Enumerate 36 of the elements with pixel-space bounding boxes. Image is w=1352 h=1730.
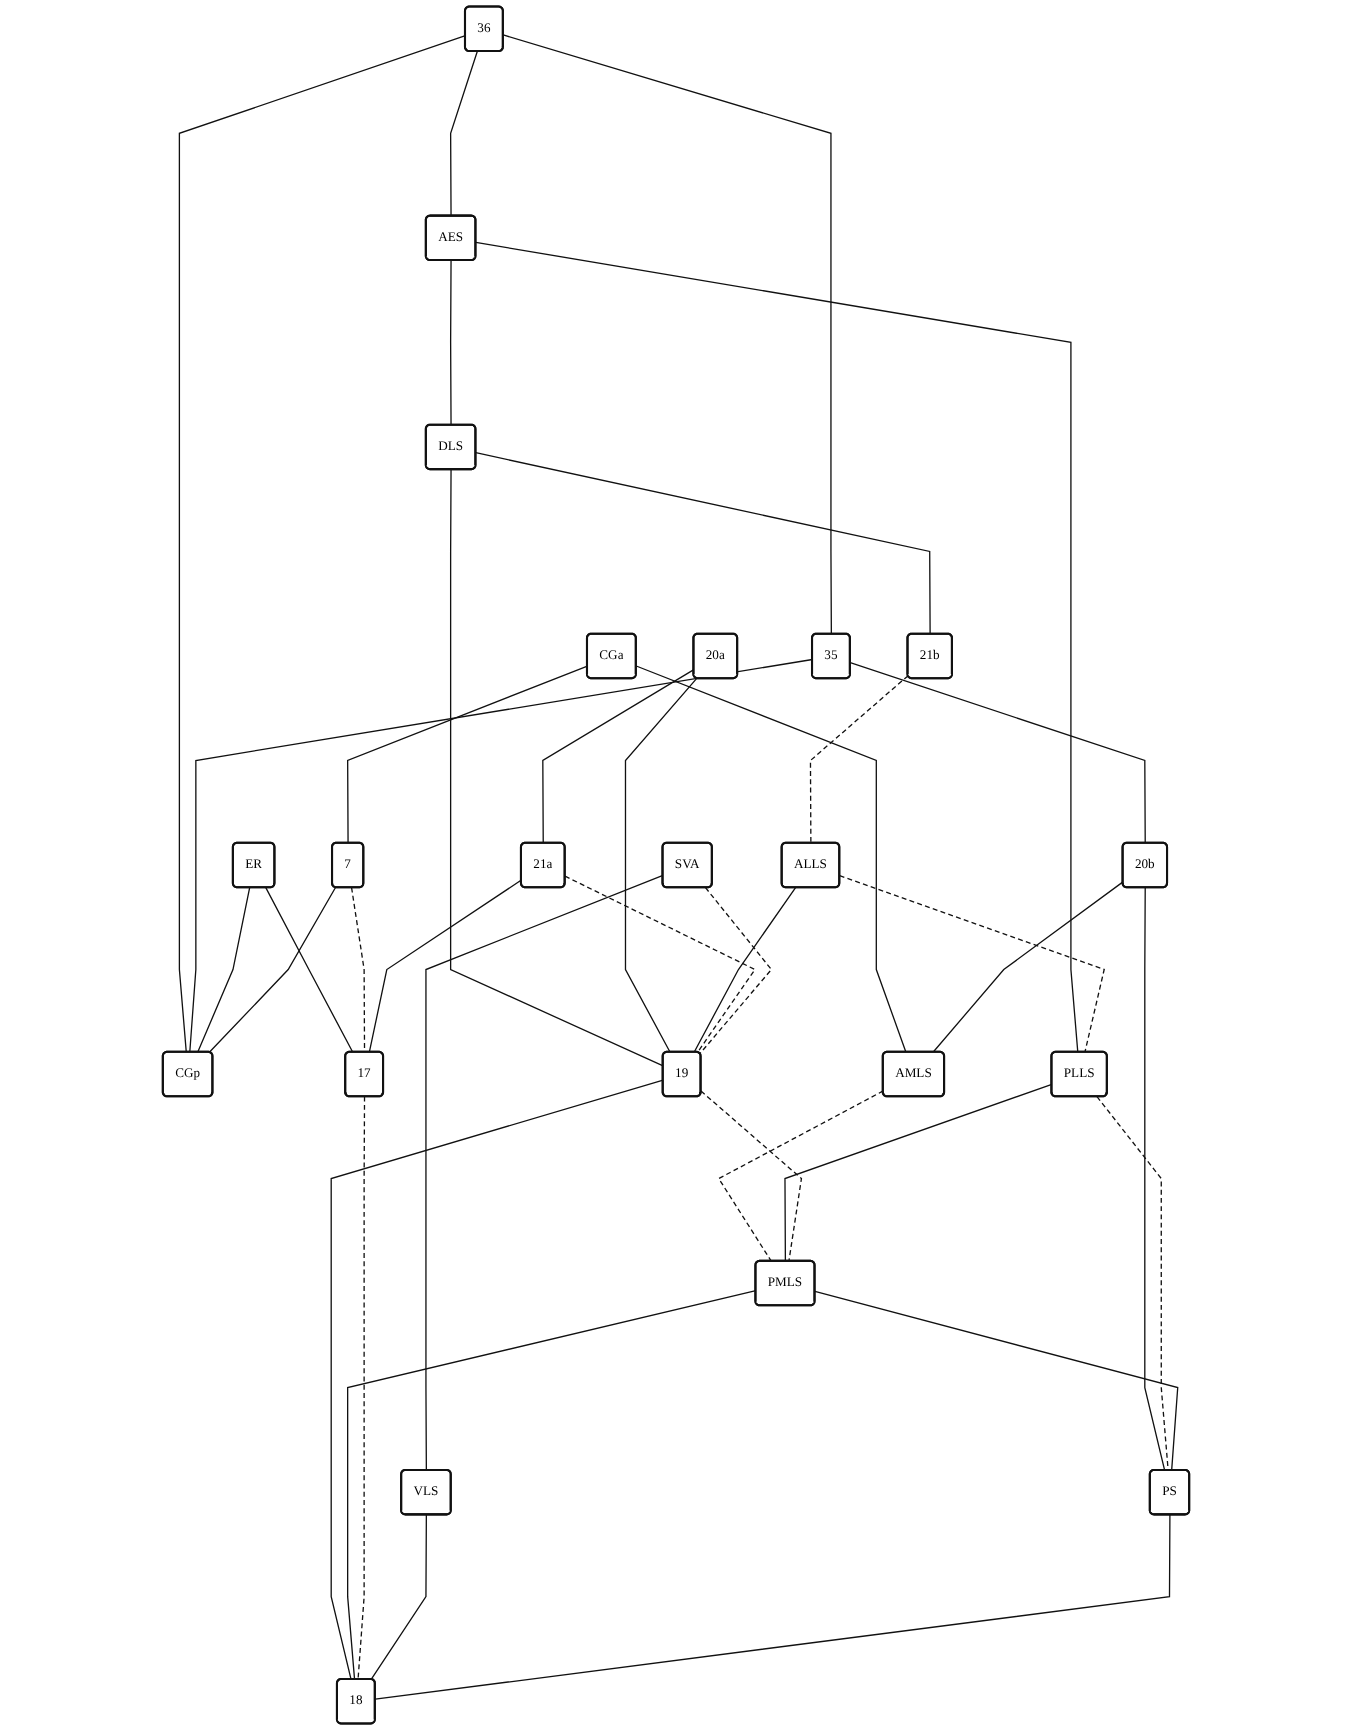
connector — [357, 1096, 366, 1681]
connector — [700, 1090, 803, 1262]
connector — [330, 1079, 664, 1681]
connector — [189, 658, 814, 1053]
connector — [449, 259, 452, 426]
connector — [374, 1514, 1171, 1700]
connector — [347, 665, 589, 844]
connector — [1144, 886, 1166, 1471]
connector — [178, 35, 467, 1053]
connector — [449, 468, 664, 1067]
connector — [368, 879, 523, 1053]
connector — [475, 241, 1079, 1053]
connector — [717, 1090, 884, 1262]
connector — [699, 886, 773, 1055]
connector — [370, 1514, 428, 1681]
connector — [693, 886, 797, 1053]
connector — [624, 677, 698, 1053]
connector — [635, 665, 907, 1053]
connector — [347, 1289, 757, 1681]
connector — [809, 675, 909, 844]
connector — [208, 886, 337, 1053]
connector — [1096, 1096, 1169, 1471]
connector — [564, 875, 756, 1053]
connector — [849, 662, 1146, 844]
connector — [449, 50, 478, 217]
connector — [502, 34, 832, 635]
connector — [839, 875, 1105, 1053]
connector — [542, 668, 695, 844]
connector — [814, 1290, 1179, 1471]
connector — [265, 886, 354, 1053]
connector — [475, 452, 931, 635]
connector — [350, 886, 366, 1053]
connector — [425, 874, 664, 1471]
connector — [197, 886, 251, 1053]
connector — [932, 881, 1124, 1053]
connector — [784, 1083, 1053, 1262]
